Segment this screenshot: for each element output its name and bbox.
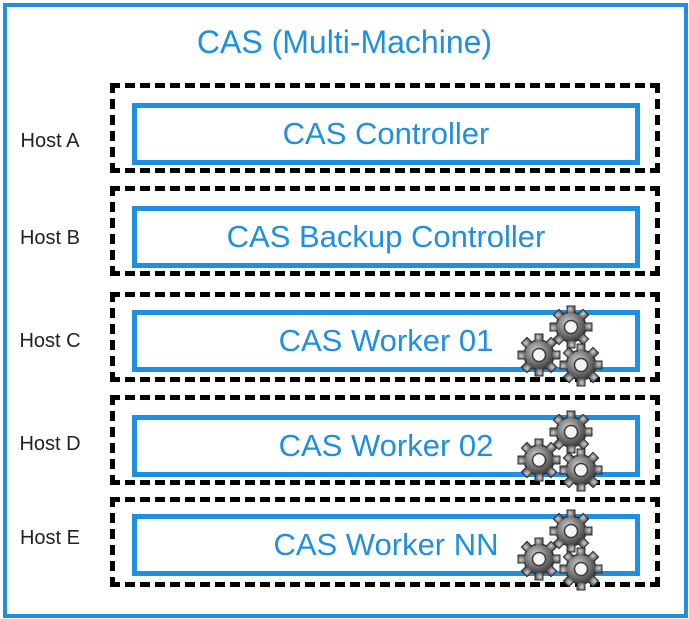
host-box-b [110, 186, 660, 276]
role-label: CAS Worker 01 [278, 323, 494, 358]
host-label-d: Host D [19, 433, 81, 455]
gears-icon [517, 509, 603, 591]
gears-icon [517, 305, 603, 387]
role-label: CAS Backup Controller [226, 219, 546, 254]
host-label-b: Host B [19, 227, 81, 249]
host-label-c: Host C [19, 330, 81, 352]
diagram-title: CAS (Multi-Machine) [196, 24, 493, 60]
role-box-controller: CAS Controller [132, 103, 640, 165]
role-label: CAS Worker NN [273, 527, 499, 562]
role-label: CAS Controller [282, 116, 490, 151]
host-label-e: Host E [19, 527, 81, 549]
gears-icon [517, 410, 603, 492]
host-label-a: Host A [20, 130, 80, 152]
host-box-c [110, 292, 660, 382]
role-box-worker-nn: CAS Worker NN [132, 514, 640, 576]
role-label: CAS Worker 02 [278, 428, 494, 463]
host-box-e [110, 497, 660, 587]
role-box-backup-controller: CAS Backup Controller [132, 206, 640, 268]
host-box-a [110, 83, 660, 173]
host-box-d [110, 395, 660, 485]
role-box-worker-01: CAS Worker 01 [132, 310, 640, 372]
